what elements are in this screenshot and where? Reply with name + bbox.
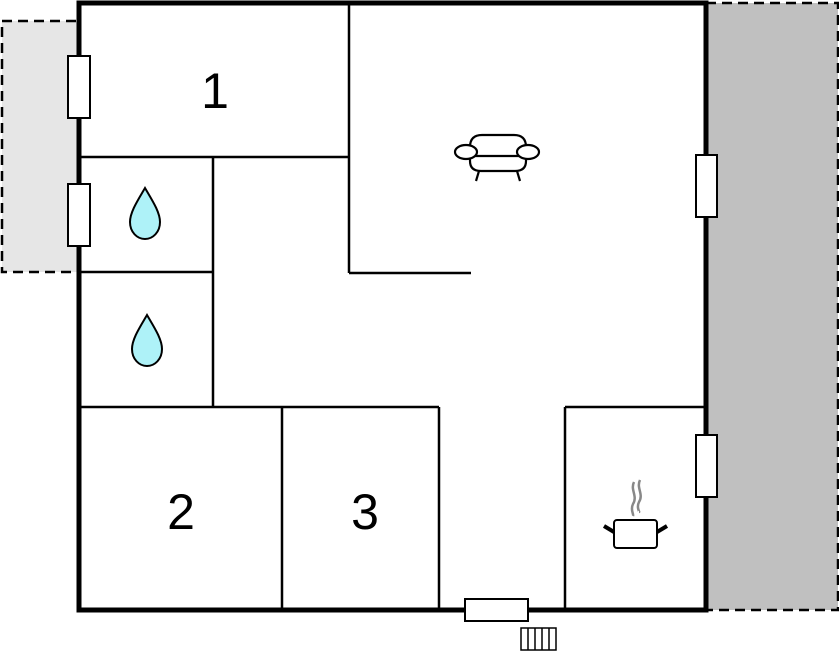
room-label-2: 2 xyxy=(167,484,195,540)
radiator-icon xyxy=(520,627,557,651)
windows xyxy=(67,55,718,622)
interior-walls xyxy=(79,3,706,610)
sofa-icon xyxy=(453,133,541,182)
cooking-pot-icon xyxy=(602,479,669,549)
terrace-left xyxy=(0,19,81,274)
house-interior xyxy=(79,3,706,610)
window-left-upper xyxy=(67,55,91,119)
terrace-right xyxy=(704,1,839,612)
water-drop-icon xyxy=(128,186,162,241)
window-right-upper xyxy=(695,154,718,218)
room-label-1: 1 xyxy=(201,63,229,119)
exterior-walls xyxy=(76,0,709,613)
window-left-lower xyxy=(67,183,91,247)
room-label-3: 3 xyxy=(351,484,379,540)
window-right-lower xyxy=(695,434,718,498)
entrance-door xyxy=(464,598,529,622)
water-drop-icon xyxy=(130,313,164,368)
